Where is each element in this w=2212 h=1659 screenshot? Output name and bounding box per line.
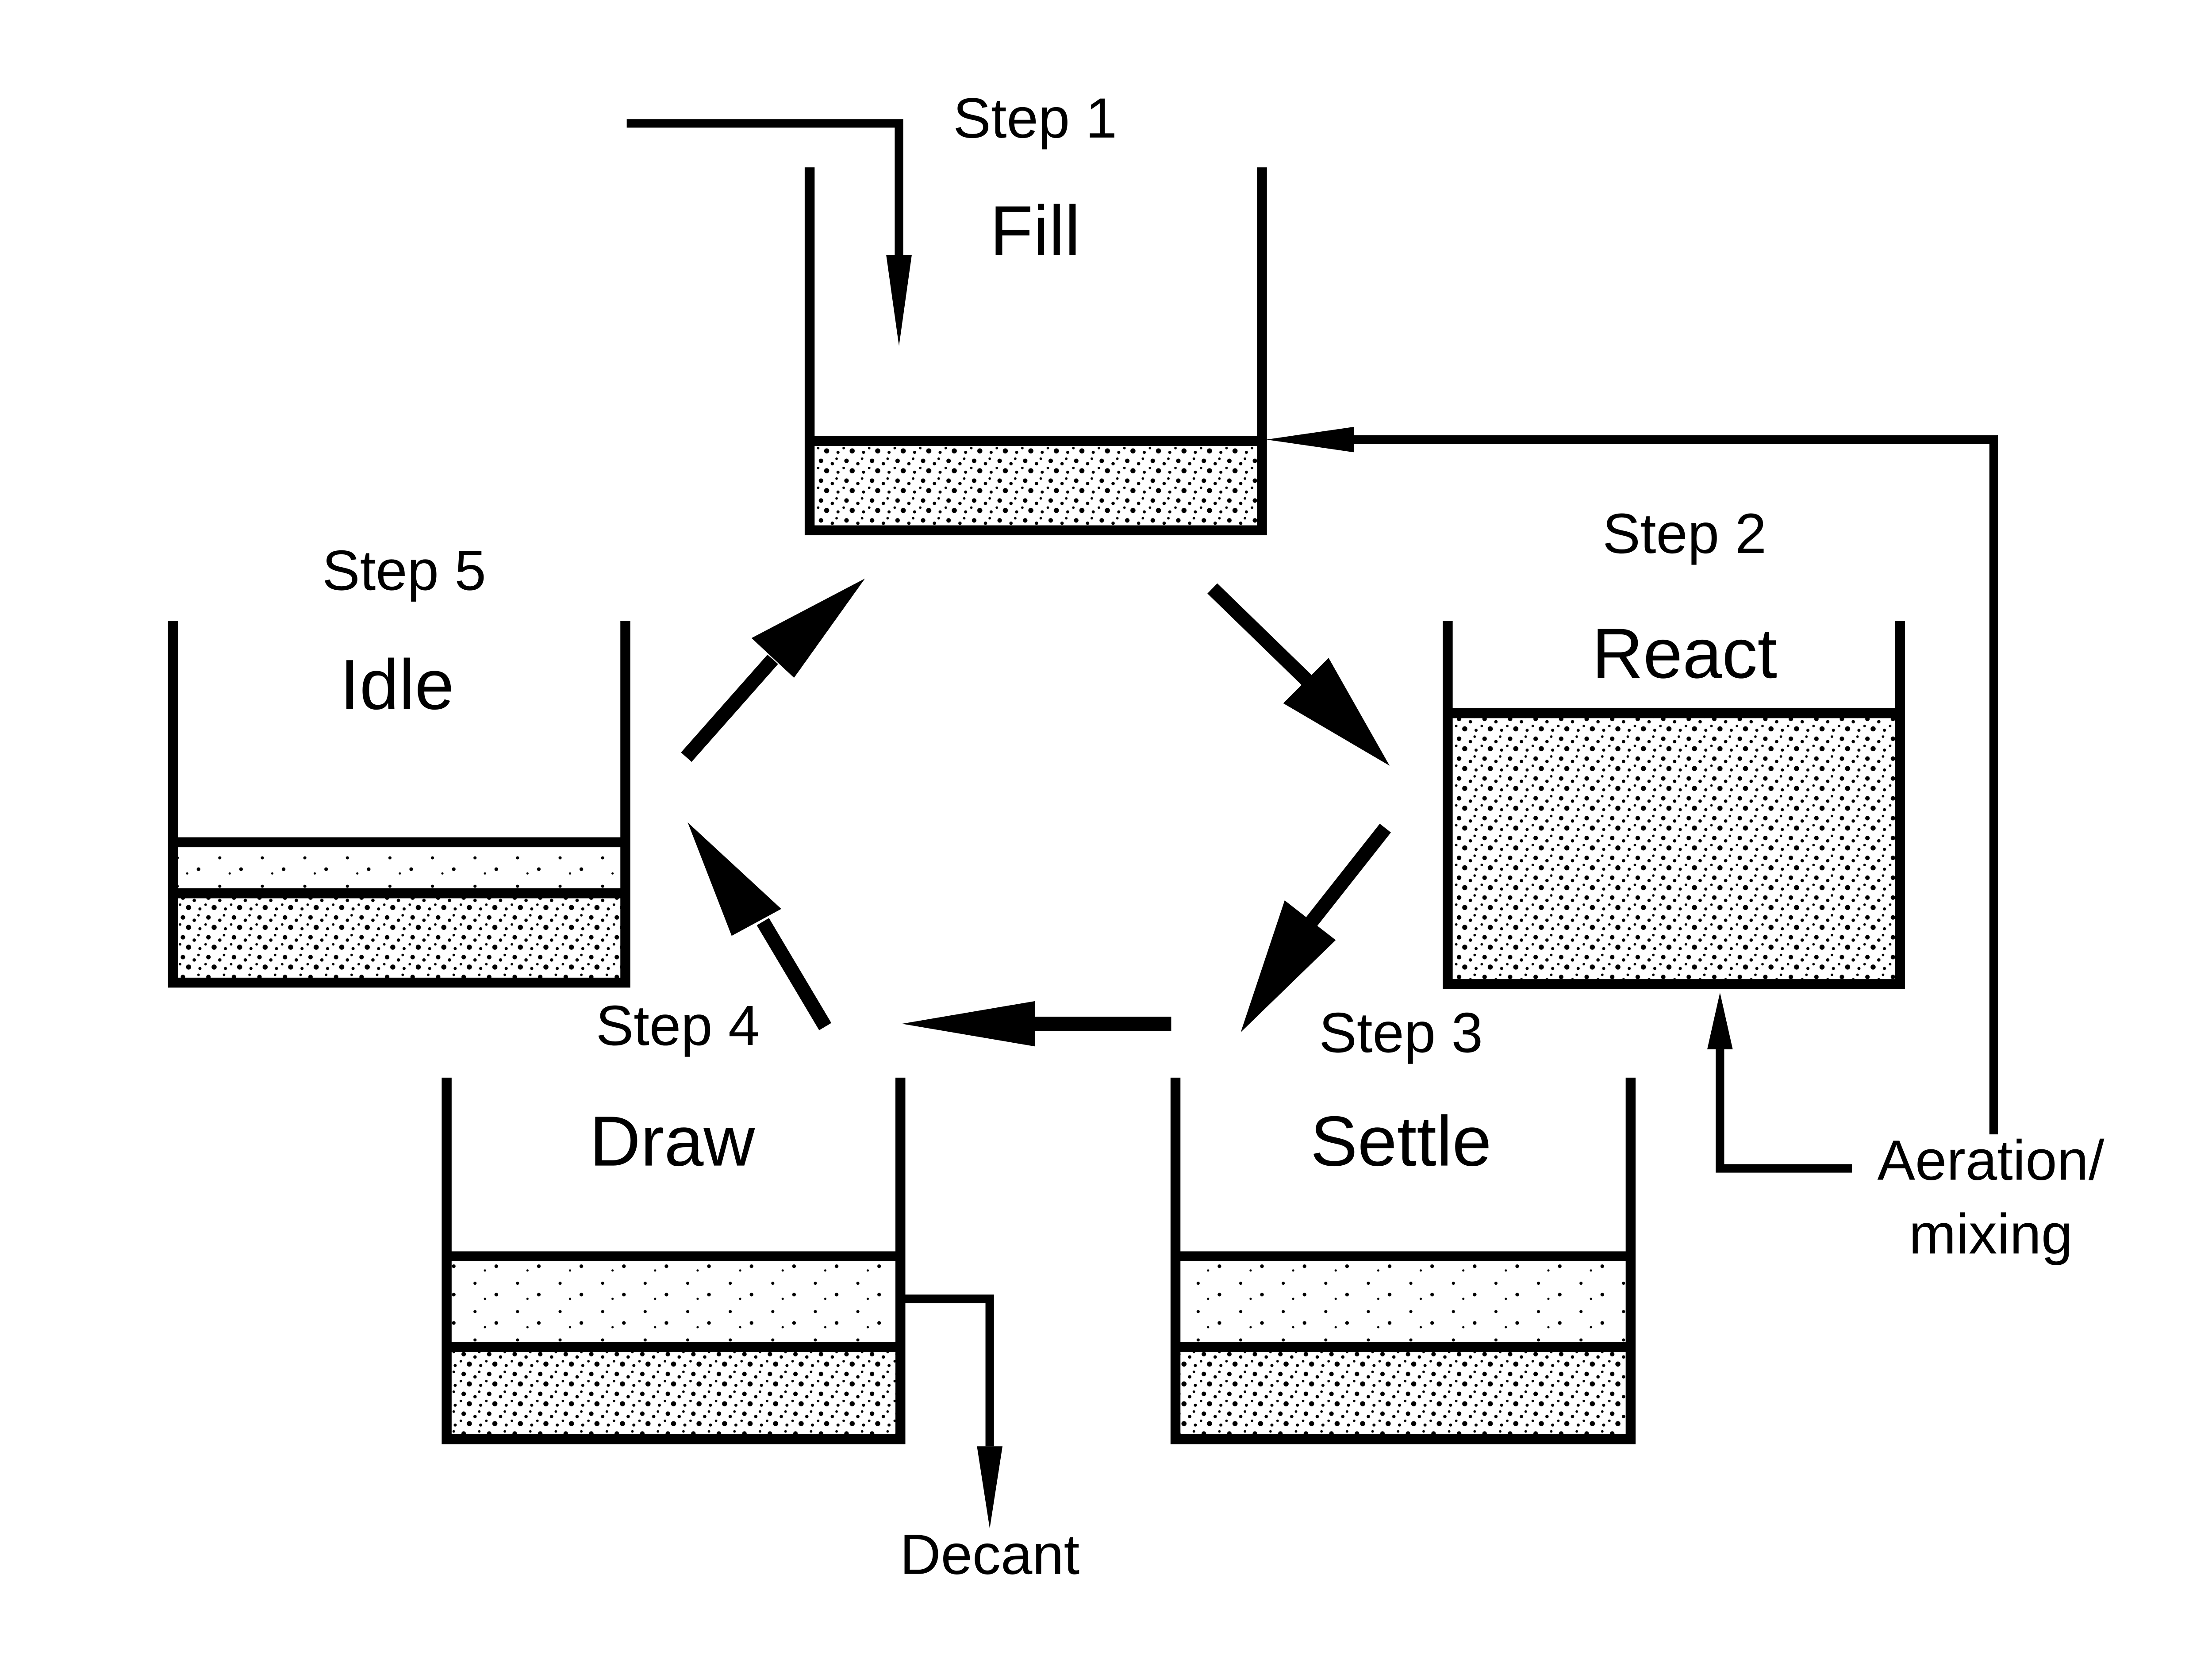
recycle-arrow bbox=[1266, 426, 1998, 1135]
tank-walls bbox=[168, 621, 630, 988]
phase-label: Idle bbox=[340, 645, 454, 724]
phase-label: Draw bbox=[589, 1102, 755, 1181]
decant-arrow bbox=[904, 1294, 1003, 1529]
tank-react: Step 2 React bbox=[1443, 502, 1905, 989]
aeration-label: Aeration/ bbox=[1877, 1129, 2104, 1192]
cycle-arrow-draw-to-idle bbox=[687, 822, 832, 1030]
supernatant-layer bbox=[449, 1257, 901, 1346]
phase-label: Settle bbox=[1310, 1102, 1492, 1181]
sludge-layer bbox=[811, 441, 1262, 529]
cycle-arrow-fill-to-react bbox=[1207, 583, 1390, 766]
step-label: Step 5 bbox=[322, 539, 486, 602]
phase-label: Fill bbox=[990, 191, 1080, 270]
supernatant-layer bbox=[1178, 1257, 1629, 1346]
cycle-arrow-idle-to-fill bbox=[681, 578, 865, 762]
sludge-layer bbox=[449, 1350, 901, 1438]
supernatant-layer bbox=[176, 845, 624, 891]
cycle-arrow-react-to-settle bbox=[1240, 823, 1391, 1033]
tank-settle: Step 3 Settle bbox=[1170, 1001, 1636, 1444]
mixed-liquor bbox=[1450, 713, 1899, 983]
step-label: Step 1 bbox=[953, 87, 1117, 150]
tank-fill: Step 1 Fill bbox=[804, 87, 1267, 535]
phase-label: React bbox=[1592, 614, 1777, 693]
cycle-arrow-settle-to-draw bbox=[902, 1001, 1171, 1047]
step-label: Step 3 bbox=[1319, 1001, 1483, 1064]
step-label: Step 2 bbox=[1602, 502, 1767, 565]
step-label: Step 4 bbox=[596, 994, 760, 1057]
decant-label: Decant bbox=[900, 1523, 1079, 1586]
tank-idle: Step 5 Idle bbox=[168, 539, 630, 988]
influent-arrow bbox=[626, 119, 912, 346]
sludge-layer bbox=[176, 896, 624, 981]
mixing-label: mixing bbox=[1909, 1202, 2073, 1266]
tank-walls bbox=[804, 167, 1267, 535]
tank-draw: Step 4 Draw bbox=[442, 994, 906, 1444]
sludge-layer bbox=[1178, 1350, 1629, 1438]
tank-walls bbox=[1443, 621, 1905, 989]
aeration-arrow bbox=[1707, 992, 1852, 1173]
